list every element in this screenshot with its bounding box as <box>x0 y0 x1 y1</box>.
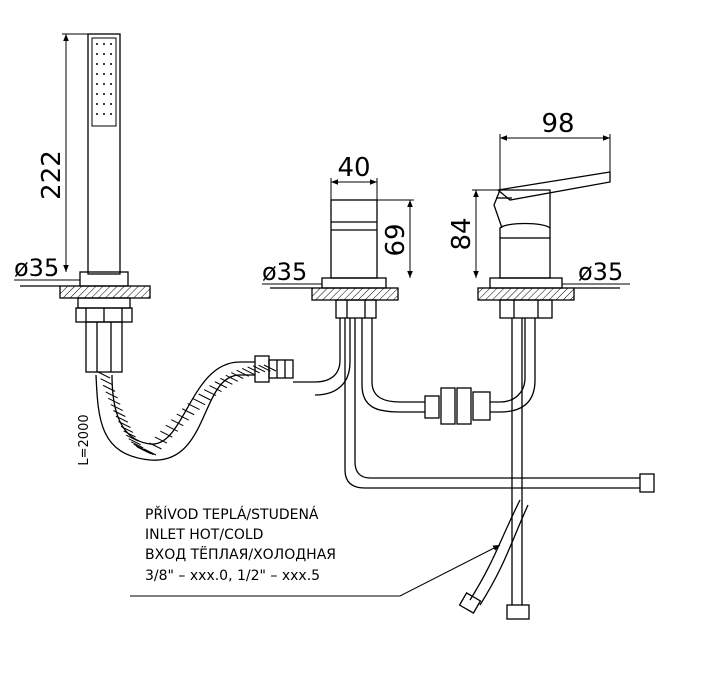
note-line-cz: PŘÍVOD TEPLÁ/STUDENÁ <box>145 506 319 523</box>
hose-coil <box>198 393 211 401</box>
hose-coil <box>241 367 255 375</box>
hose-coil <box>123 430 136 438</box>
hose-coil <box>120 426 134 433</box>
hose-coil <box>176 413 189 421</box>
shower-hose <box>95 355 294 461</box>
hose-coil <box>220 377 233 385</box>
note-line-en: INLET HOT/COLD <box>145 527 263 543</box>
dim-hole-middle: ø35 <box>262 258 307 286</box>
inlet-note: PŘÍVOD TEPLÁ/STUDENÁ INLET HOT/COLD ВХОД… <box>145 506 336 584</box>
hose-coil <box>149 442 162 450</box>
bath-spout <box>270 199 399 319</box>
dim-handshower-length: 222 <box>37 150 67 200</box>
hose-coil <box>263 364 277 372</box>
hose-coil <box>187 403 200 411</box>
hose-coil <box>143 448 157 456</box>
dim-hole-left: ø35 <box>14 254 59 282</box>
hose-coil <box>214 381 228 389</box>
note-line-ru: ВХОД ТЁПЛАЯ/ХОЛОДНАЯ <box>145 545 336 563</box>
hose-coil <box>105 391 118 399</box>
hose-coil <box>247 366 260 374</box>
hose-coil <box>231 372 244 380</box>
hose-coil <box>236 369 249 377</box>
hose-coil <box>107 397 121 405</box>
hose-coil <box>165 424 179 432</box>
hose-coil <box>97 371 111 379</box>
dim-spout-width: 40 <box>337 153 370 183</box>
hand-shower <box>20 33 151 373</box>
hose-coil <box>113 410 126 417</box>
hose-coil <box>154 436 168 444</box>
dimension-lines <box>14 33 630 597</box>
hose-coil <box>110 404 124 411</box>
dim-mixer-depth: 98 <box>541 109 574 139</box>
hose-coil <box>125 434 139 442</box>
hose-coil <box>160 430 173 438</box>
hose-coil <box>100 378 113 386</box>
note-line-sizes: 3/8" – xxx.0, 1/2" – xxx.5 <box>145 568 320 584</box>
hose-coil <box>130 441 144 449</box>
hose-coil <box>225 374 239 382</box>
bath-mixer <box>477 171 620 319</box>
dim-spout-height: 69 <box>381 223 411 256</box>
hose-coil <box>171 419 184 427</box>
connection-pipes <box>293 318 655 620</box>
hose-coil <box>203 389 217 397</box>
hose-coil <box>102 384 116 392</box>
hose-coil <box>118 421 131 428</box>
hose-coil <box>209 385 222 392</box>
hose-coil <box>141 448 154 456</box>
hose-coil <box>181 408 195 416</box>
dim-hose-length: L=2000 <box>77 414 92 465</box>
shower-head-holes <box>96 43 112 115</box>
dim-mixer-height: 84 <box>447 217 477 250</box>
dim-hole-right: ø35 <box>578 258 623 286</box>
hose-coil <box>128 438 141 446</box>
hose-coil <box>115 415 129 423</box>
hose-coil <box>192 398 206 406</box>
